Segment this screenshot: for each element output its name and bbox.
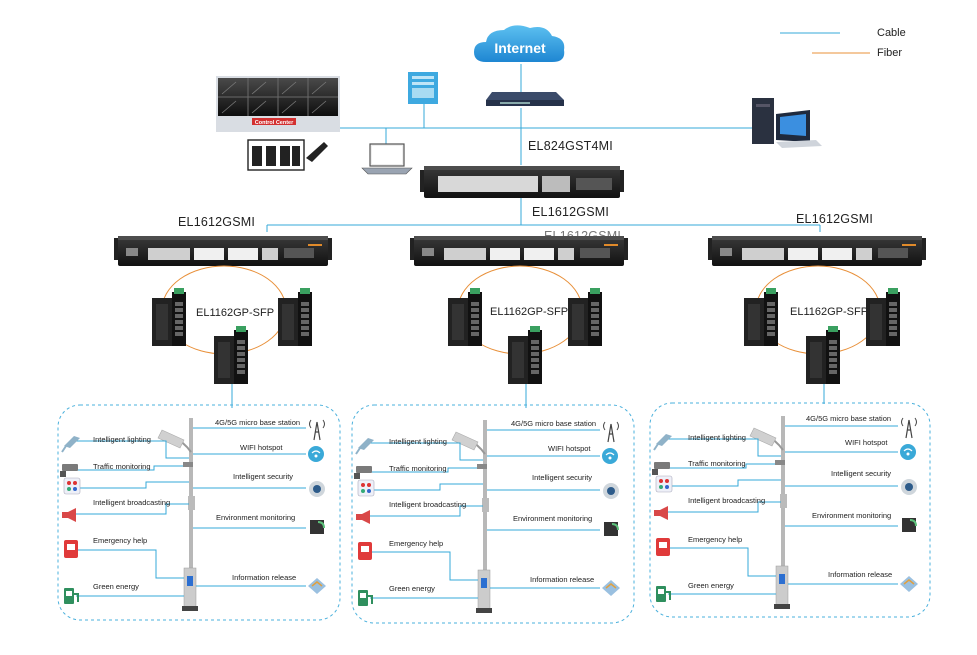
svg-text:WIFI hotspot: WIFI hotspot [548,444,591,453]
agg-switch-center-label: EL1612GSMI [532,205,609,219]
svg-text:WIFI hotspot: WIFI hotspot [845,438,888,447]
pole-box-right [649,402,931,618]
svg-text:Green energy: Green energy [93,582,139,591]
svg-text:Emergency help: Emergency help [688,535,742,544]
svg-text:Information release: Information release [828,570,892,579]
access-switch-label-center: EL1162GP-SFP [490,306,568,318]
svg-text:Environment monitoring: Environment monitoring [812,511,891,520]
svg-text:Environment monitoring: Environment monitoring [513,514,592,523]
svg-text:Environment monitoring: Environment monitoring [216,513,295,522]
access-switch-right-b [866,288,900,346]
agg-switch-left [114,236,332,266]
pole-labels-center: Intelligent lighting Traffic monitoring … [389,419,596,593]
control-desk-icon [247,139,328,171]
svg-text:Intelligent security: Intelligent security [532,473,592,482]
svg-text:Intelligent broadcasting: Intelligent broadcasting [688,496,765,505]
legend-cable-label: Cable [877,27,906,39]
access-switch-label-left: EL1162GP-SFP [196,307,274,319]
desktop-pc-icon [752,98,822,148]
access-switch-left-c [214,326,248,384]
access-switch-center-a [448,288,482,346]
svg-text:Information release: Information release [530,575,594,584]
svg-text:Traffic monitoring: Traffic monitoring [93,462,151,471]
agg-switch-left-label: EL1612GSMI [178,215,255,229]
access-switch-right-a [744,288,778,346]
legend-fiber-label: Fiber [877,47,902,59]
access-switch-left-a [152,288,186,346]
pole-labels-right: Intelligent lighting Traffic monitoring … [688,414,892,590]
access-switch-right-c [806,326,840,384]
router-icon [486,92,564,106]
svg-text:Emergency help: Emergency help [93,536,147,545]
agg-switch-center [410,236,628,266]
internet-cloud: Internet [474,25,565,62]
pole-labels-left: Intelligent lighting Traffic monitoring … [93,418,300,591]
laptop-icon [361,143,413,175]
pole-box-center [351,404,635,624]
svg-text:Green energy: Green energy [389,584,435,593]
svg-text:4G/5G micro base station: 4G/5G micro base station [215,418,300,427]
svg-text:WIFI hotspot: WIFI hotspot [240,443,283,452]
svg-text:4G/5G micro base station: 4G/5G micro base station [511,419,596,428]
svg-text:Intelligent security: Intelligent security [233,472,293,481]
core-switch [420,166,624,198]
access-switch-label-right: EL1162GP-SFP [790,306,868,318]
access-switch-center-b [568,288,602,346]
svg-text:Emergency help: Emergency help [389,539,443,548]
svg-text:Intelligent lighting: Intelligent lighting [688,433,746,442]
svg-text:Intelligent lighting: Intelligent lighting [389,437,447,446]
svg-text:Intelligent lighting: Intelligent lighting [93,435,151,444]
svg-text:Information release: Information release [232,573,296,582]
agg-switch-right [708,236,926,266]
server-icon [408,72,438,104]
svg-text:Green energy: Green energy [688,581,734,590]
legend: Cable Fiber [780,27,906,59]
agg-switch-right-label: EL1612GSMI [796,212,873,226]
svg-text:Intelligent broadcasting: Intelligent broadcasting [93,498,170,507]
svg-text:Intelligent broadcasting: Intelligent broadcasting [389,500,466,509]
svg-text:Traffic monitoring: Traffic monitoring [688,459,746,468]
pole-box-left [57,404,341,621]
svg-text:Intelligent security: Intelligent security [831,469,891,478]
access-switch-center-c [508,326,542,384]
internet-label: Internet [494,40,546,56]
video-wall: Control Center [216,76,340,132]
core-switch-label: EL824GST4MI [528,139,613,153]
control-center-label: Control Center [255,120,294,126]
svg-text:4G/5G micro base station: 4G/5G micro base station [806,414,891,423]
svg-text:Traffic monitoring: Traffic monitoring [389,464,447,473]
